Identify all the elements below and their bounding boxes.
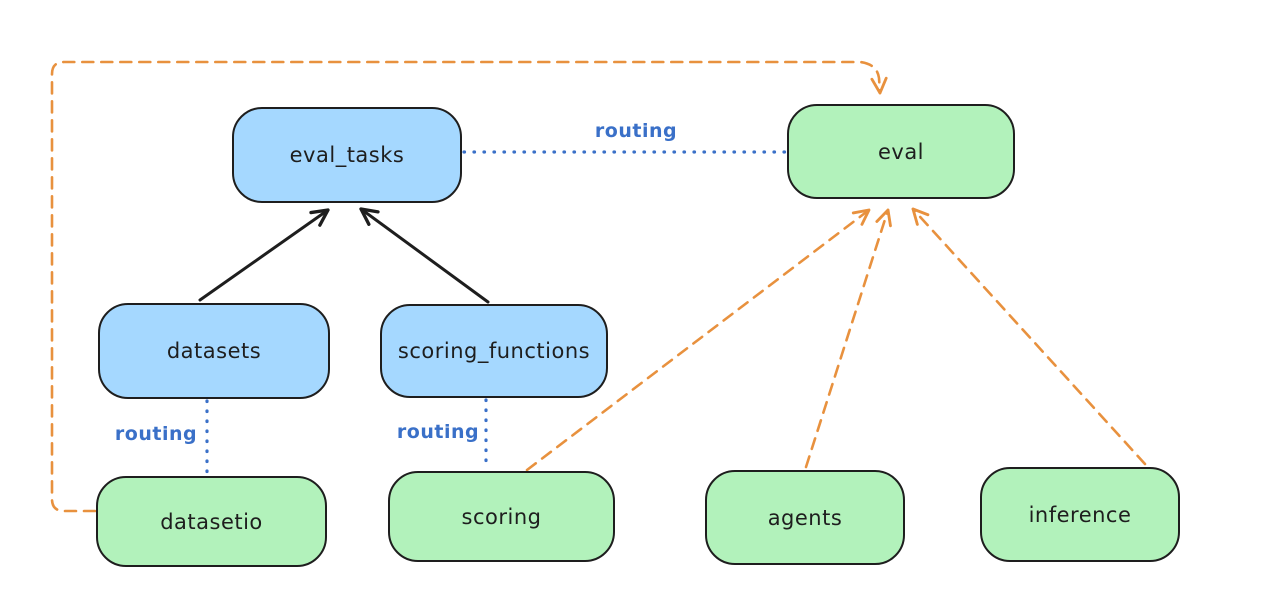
- node-datasetio[interactable]: datasetio: [96, 476, 327, 567]
- edge-datasets-to-eval-tasks: [198, 208, 330, 302]
- node-eval[interactable]: eval: [787, 104, 1015, 199]
- node-inference-label: inference: [1028, 502, 1132, 527]
- node-inference[interactable]: inference: [980, 467, 1180, 562]
- node-scoring[interactable]: scoring: [388, 471, 615, 562]
- node-datasetio-label: datasetio: [160, 509, 263, 534]
- node-scoring-functions-label: scoring_functions: [397, 339, 591, 363]
- edge-label-routing-scoring-functions-scoring: routing: [396, 421, 480, 443]
- edge-scoring-to-eval: [525, 208, 871, 472]
- edge-label-routing-eval-tasks-eval: routing: [594, 120, 678, 142]
- edge-scoring-functions-to-eval-tasks: [359, 207, 490, 304]
- node-scoring-functions[interactable]: scoring_functions: [380, 304, 608, 398]
- node-datasets-label: datasets: [166, 339, 262, 363]
- edge-inference-to-eval: [911, 207, 1147, 466]
- edge-label-routing-datasets-datasetio: routing: [114, 423, 198, 445]
- node-agents[interactable]: agents: [705, 470, 905, 565]
- node-eval-label: eval: [877, 139, 925, 164]
- node-agents-label: agents: [767, 505, 843, 530]
- node-scoring-label: scoring: [461, 504, 542, 529]
- node-eval-tasks[interactable]: eval_tasks: [232, 107, 462, 203]
- node-datasets[interactable]: datasets: [98, 303, 330, 399]
- edge-datasetio-to-eval: [50, 60, 888, 513]
- node-eval-tasks-label: eval_tasks: [289, 143, 405, 167]
- edge-agents-to-eval: [804, 208, 892, 469]
